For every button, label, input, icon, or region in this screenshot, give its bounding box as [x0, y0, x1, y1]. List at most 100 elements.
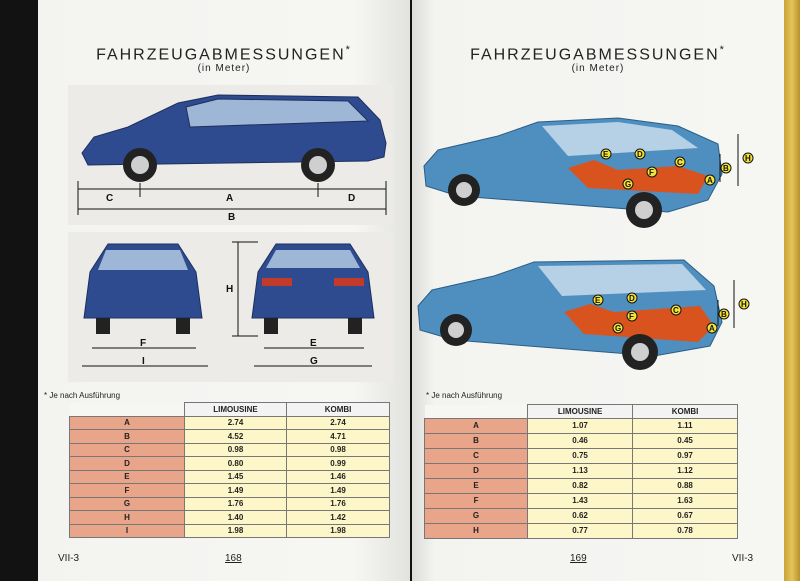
marker-circle	[612, 322, 624, 334]
sedan-rear-rim	[635, 201, 653, 219]
cell-limousine: 1.13	[527, 462, 634, 479]
left-page: FAHRZEUGABMESSUNGEN* (in Meter) C A D B	[38, 0, 410, 581]
cell-limousine: 1.49	[183, 483, 288, 498]
marker-circle	[622, 178, 634, 190]
cell-kombi: 0.97	[632, 447, 738, 464]
car-rear-wheel-right	[348, 318, 362, 334]
header-limousine: LIMOUSINE	[183, 402, 288, 417]
cell-kombi: 1.98	[286, 523, 390, 538]
row-key: B	[69, 429, 185, 444]
row-key: F	[423, 492, 529, 509]
estate-front-rim	[448, 322, 464, 338]
cell-kombi: 1.42	[286, 510, 390, 525]
marker-circle	[738, 298, 750, 310]
cell-kombi: 0.67	[632, 507, 738, 524]
marker-h: H	[741, 300, 747, 309]
marker-circle	[626, 310, 638, 322]
cell-limousine: 0.98	[183, 442, 288, 457]
right-page: FAHRZEUGABMESSUNGEN* (in Meter) E D C F …	[412, 0, 784, 581]
row-key: D	[423, 462, 529, 479]
row-key: B	[423, 432, 529, 449]
page-number-left: 168	[225, 553, 242, 564]
car-side-view-diagram: C A D B	[68, 85, 393, 225]
sedan-cargo-diagram: E D C F G A B H	[423, 117, 754, 228]
marker-f: F	[649, 168, 654, 177]
cell-kombi: 1.76	[286, 496, 390, 511]
cell-kombi: 0.99	[286, 456, 390, 471]
marker-g: G	[615, 324, 621, 333]
table-header-row: LIMOUSINE KOMBI	[424, 404, 738, 419]
cell-limousine: 1.40	[183, 510, 288, 525]
marker-e: E	[603, 150, 609, 159]
marker-circle	[592, 294, 604, 306]
marker-circle	[600, 148, 612, 160]
car-front-windshield	[98, 250, 188, 270]
marker-e: E	[595, 296, 601, 305]
header-blank	[69, 402, 185, 416]
car-rear-light-left	[262, 278, 292, 286]
marker-circle	[646, 166, 658, 178]
cell-limousine: 0.80	[183, 456, 288, 471]
marker-circle	[626, 292, 638, 304]
dim-label-c: C	[106, 193, 113, 204]
dim-label-h: H	[226, 284, 233, 295]
marker-circle	[718, 308, 730, 320]
cell-kombi: 1.63	[632, 492, 738, 509]
cell-limousine: 1.98	[183, 523, 288, 538]
cell-kombi: 2.74	[286, 415, 390, 430]
cell-limousine: 1.45	[183, 469, 288, 484]
marker-circle	[742, 152, 754, 164]
dim-label-i: I	[142, 356, 145, 367]
cell-limousine: 0.62	[527, 507, 634, 524]
footer-code-right: VII-3	[732, 553, 754, 564]
cell-kombi: 0.98	[286, 442, 390, 457]
row-key: I	[69, 523, 185, 538]
marker-a: A	[707, 176, 713, 185]
estate-windows	[538, 264, 706, 296]
estate-cargo-diagram: E D C F G A B H	[417, 259, 750, 370]
row-key: C	[423, 447, 529, 464]
marker-circle	[674, 156, 686, 168]
marker-g: G	[625, 180, 631, 189]
marker-circle	[704, 174, 716, 186]
dim-label-b: B	[228, 212, 235, 223]
header-kombi: KOMBI	[286, 402, 390, 417]
cell-limousine: 0.82	[527, 477, 634, 494]
car-rear-light-right	[334, 278, 364, 286]
dim-label-a: A	[226, 193, 233, 204]
row-key: F	[69, 483, 185, 498]
row-key: A	[423, 417, 529, 434]
title-text: FAHRZEUGABMESSUNGEN	[470, 46, 720, 64]
footer-code-left: VII-3	[58, 553, 80, 564]
rear-wheel-rim	[309, 156, 327, 174]
row-key: E	[423, 477, 529, 494]
page-title-left: FAHRZEUGABMESSUNGEN*	[38, 44, 410, 64]
marker-b: B	[723, 164, 729, 173]
cell-kombi: 0.45	[632, 432, 738, 449]
cell-kombi: 4.71	[286, 429, 390, 444]
row-key: D	[69, 456, 185, 471]
car-front-wheel-right	[176, 318, 190, 334]
row-key: G	[423, 507, 529, 524]
sedan-cargo-area	[568, 160, 708, 194]
estate-rear-rim	[631, 343, 649, 361]
page-subtitle-right: (in Meter)	[571, 63, 625, 74]
dim-label-g: G	[310, 356, 318, 367]
marker-d: D	[637, 150, 643, 159]
cell-limousine: 4.52	[183, 429, 288, 444]
cell-limousine: 1.76	[183, 496, 288, 511]
marker-d: D	[629, 294, 635, 303]
front-wheel-rim	[131, 156, 149, 174]
marker-h: H	[745, 154, 751, 163]
page-title-right: FAHRZEUGABMESSUNGEN*	[412, 44, 784, 64]
